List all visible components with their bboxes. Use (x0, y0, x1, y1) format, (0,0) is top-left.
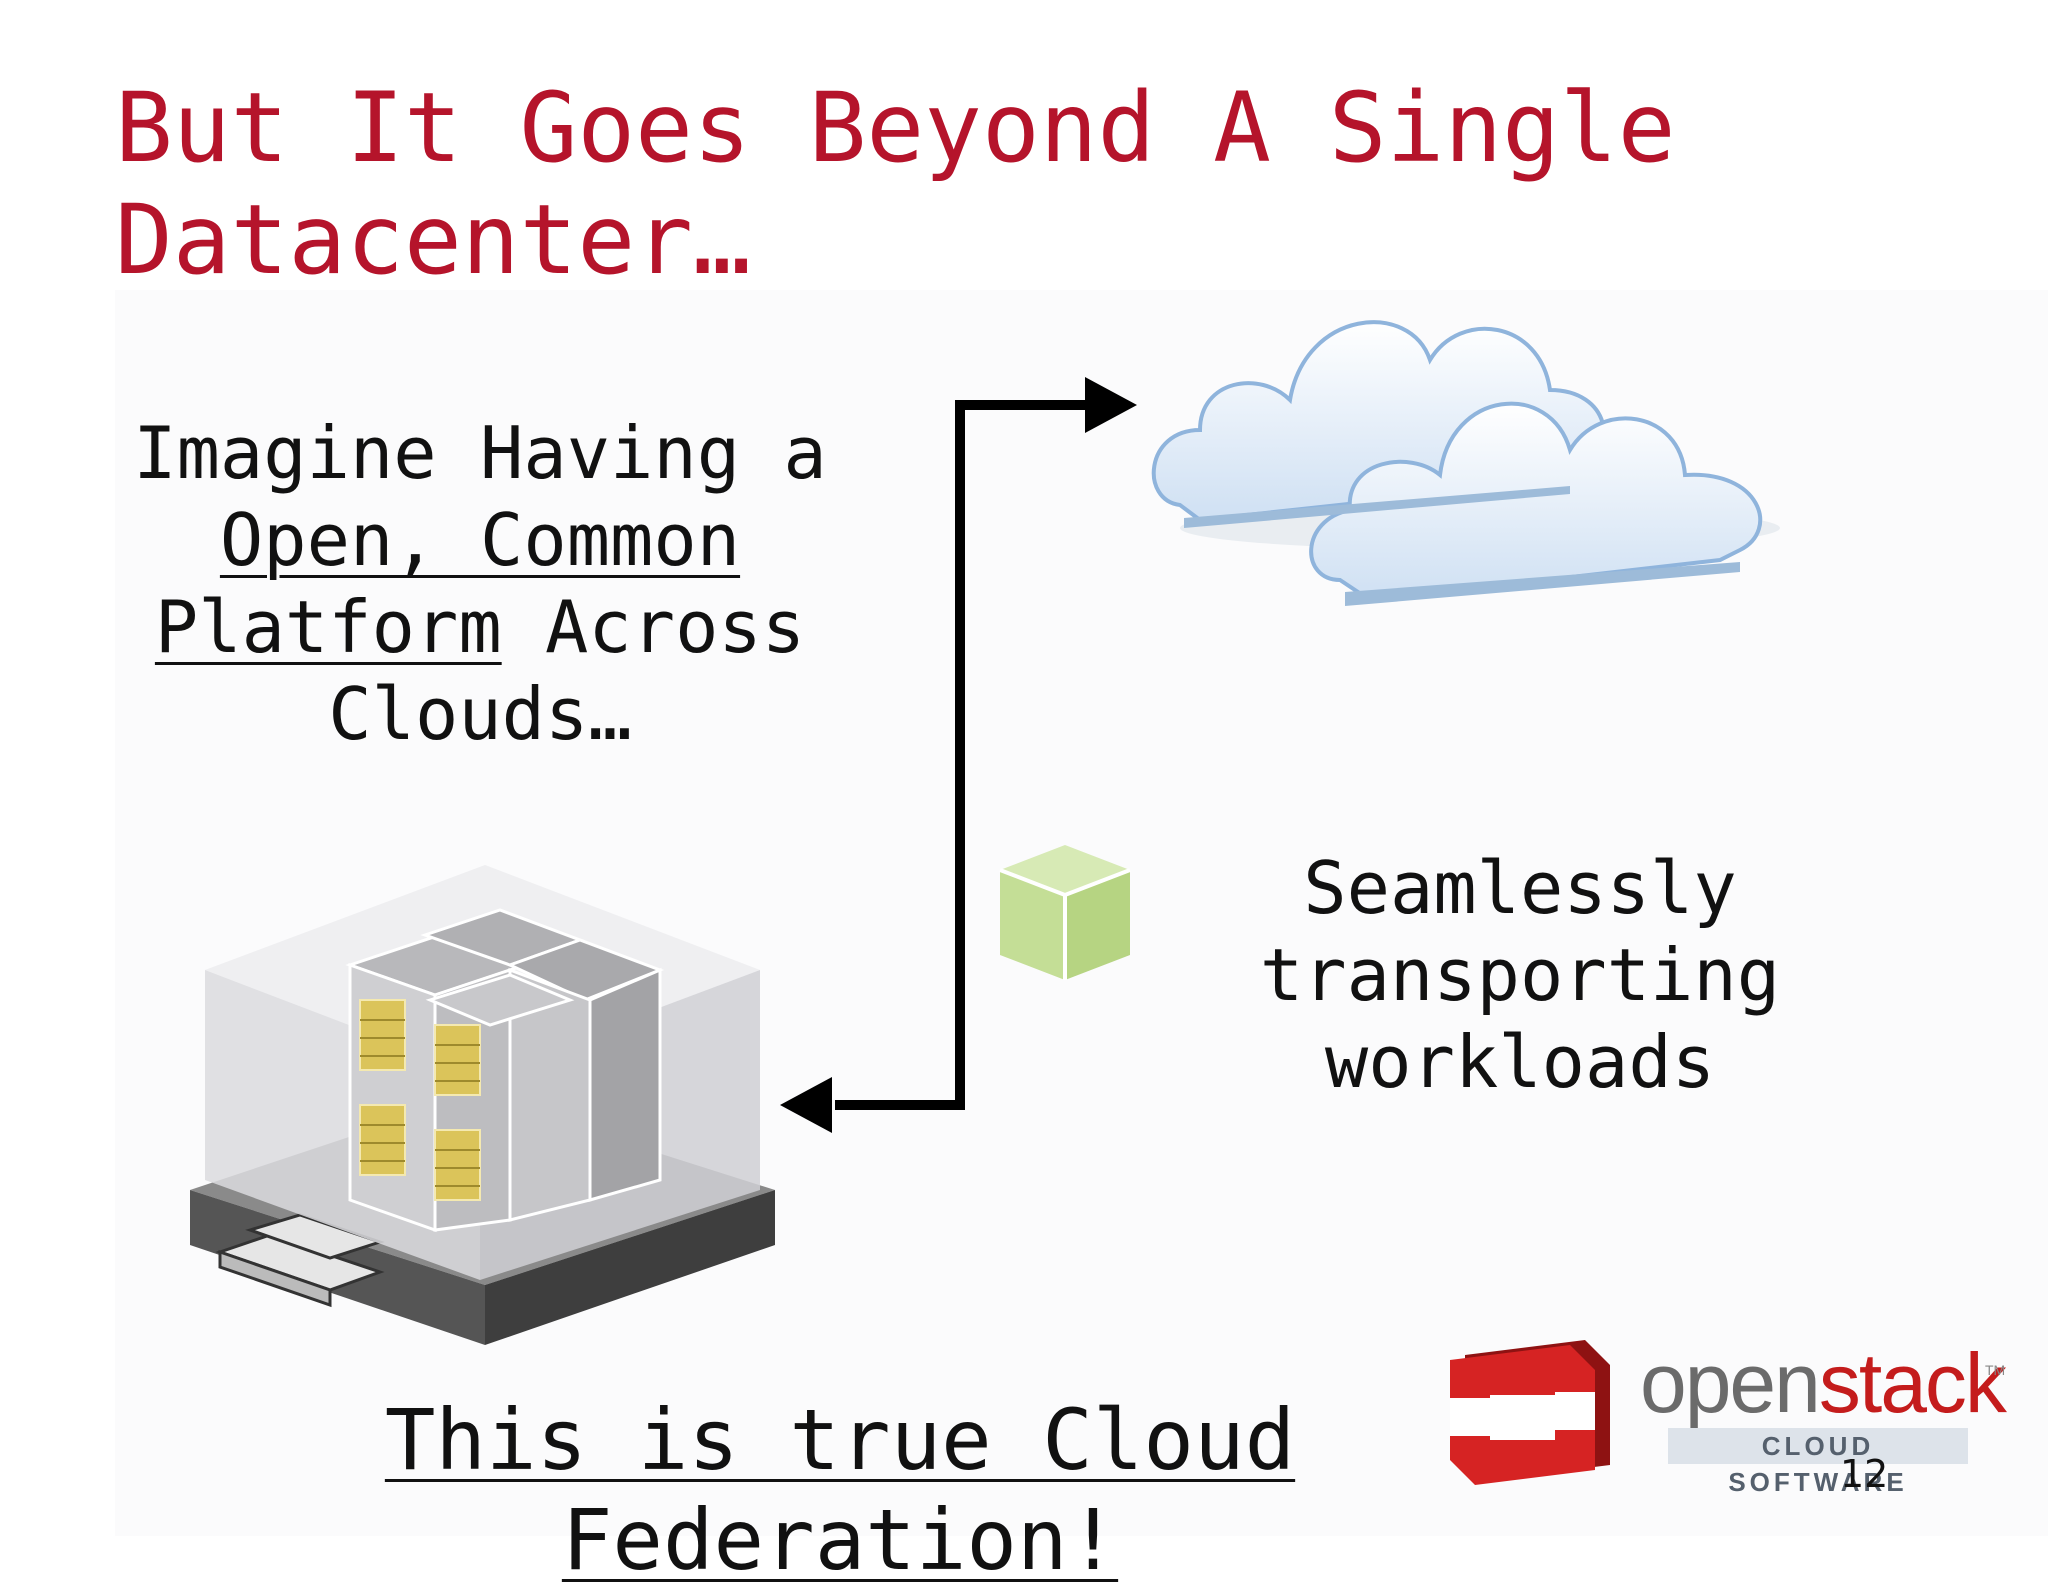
left-underlined-1: Open, Common (219, 498, 741, 582)
left-underlined-2: Platform (154, 585, 502, 669)
title-line-2: Datacenter… (115, 184, 751, 296)
bottom-line-2: Federation! (561, 1491, 1119, 1589)
right-line-2: transporting (1259, 933, 1781, 1017)
page-number: 12 (1840, 1452, 1889, 1496)
workload-cube-icon (999, 845, 1131, 980)
left-line-4: Clouds… (328, 672, 632, 756)
openstack-logo-icon (1450, 1340, 1610, 1485)
logo-subtitle: CLOUD SOFTWARE (1668, 1428, 1968, 1497)
workloads-text: Seamlessly transporting workloads (1220, 845, 1820, 1106)
federation-text: This is true Cloud Federation! (380, 1390, 1300, 1590)
left-line-1: Imagine Having a (133, 411, 827, 495)
right-line-1: Seamlessly (1303, 846, 1737, 930)
clouds-icon (1151, 320, 1780, 606)
logo-word-part2: stack (1818, 1336, 2007, 1430)
title-line-1: But It Goes Beyond A Single (115, 72, 1676, 184)
open-platform-text: Imagine Having a Open, Common Platform A… (110, 410, 850, 758)
arrow-connector (780, 377, 1137, 1133)
left-line-3-rest: Across (501, 585, 806, 669)
openstack-wordmark: openstack (1640, 1336, 2007, 1430)
logo-word-part1: open (1640, 1336, 1821, 1430)
bottom-line-1: This is true Cloud (384, 1391, 1296, 1489)
datacenter-icon (190, 865, 775, 1345)
slide-title: But It Goes Beyond A Single Datacenter… (115, 72, 1915, 296)
right-line-3: workloads (1324, 1020, 1716, 1104)
logo-trademark: TM (1985, 1362, 2006, 1378)
